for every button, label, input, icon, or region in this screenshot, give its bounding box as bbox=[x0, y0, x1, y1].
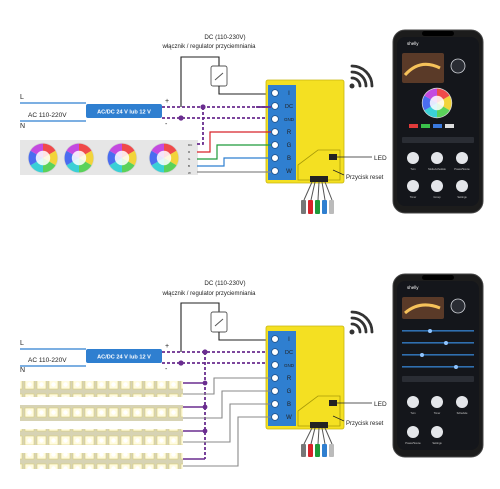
terminal-label: G bbox=[287, 389, 292, 395]
strip-side-label: G bbox=[188, 157, 191, 161]
wifi-icon bbox=[349, 310, 374, 335]
terminal-label: GND bbox=[284, 363, 295, 368]
psu-label: AC/DC 24 V lub 12 V bbox=[97, 355, 151, 361]
phone-button-label[interactable]: Timer bbox=[434, 411, 441, 415]
psu-box bbox=[86, 104, 162, 118]
terminal-label: W bbox=[286, 415, 292, 421]
led-indicator bbox=[329, 154, 337, 160]
terminal-label: DC bbox=[285, 350, 293, 356]
line-n-label: N bbox=[20, 367, 25, 374]
strip-side-label: W bbox=[188, 171, 191, 175]
line-n-label: N bbox=[20, 123, 25, 130]
switch-input-wire bbox=[218, 86, 271, 95]
terminal-label: DC bbox=[285, 104, 293, 110]
phone-button-label[interactable]: Settings bbox=[432, 441, 442, 445]
led-label: LED bbox=[374, 155, 387, 162]
strip-r-wire bbox=[197, 131, 271, 153]
ac-label: AC 110-220V bbox=[28, 357, 67, 364]
strip-side-label: R bbox=[188, 150, 191, 154]
strip-side-label: DC bbox=[188, 143, 193, 147]
psu-plus: + bbox=[165, 343, 169, 350]
junction-dot bbox=[178, 360, 184, 366]
phone-button-grid bbox=[407, 152, 468, 192]
phone-mockup: shelly Turn Tim bbox=[392, 273, 484, 458]
psu-minus: - bbox=[165, 121, 168, 128]
phone-mockup: shelly Turn Mode/schedule Power/Scene bbox=[392, 29, 484, 214]
terminal-label: B bbox=[287, 156, 291, 162]
phone-button-label[interactable]: Power/Scene bbox=[405, 441, 421, 445]
terminals bbox=[271, 89, 279, 175]
psu-box bbox=[86, 349, 162, 363]
strip-g-wire bbox=[197, 144, 271, 160]
power-icon bbox=[450, 298, 466, 314]
switch-wire bbox=[180, 56, 220, 107]
terminal-label: B bbox=[287, 402, 291, 408]
terminal-label: W bbox=[286, 169, 292, 175]
phone-button-label[interactable]: Settings bbox=[457, 195, 467, 199]
wire-bundle bbox=[301, 422, 334, 457]
led-label: LED bbox=[374, 401, 387, 408]
phone-brand: shelly bbox=[407, 41, 419, 46]
line-l-label: L bbox=[20, 340, 24, 347]
strip-side-label: B bbox=[188, 164, 190, 168]
phone-button-label[interactable]: Power/Scene bbox=[454, 167, 470, 171]
strip-wire bbox=[183, 403, 271, 443]
dc-label: DC (110-230V) bbox=[204, 34, 245, 41]
strip-wire bbox=[183, 390, 271, 419]
phone-button-label[interactable]: Mode/schedule bbox=[428, 167, 446, 171]
phone-button-label[interactable]: Group bbox=[433, 195, 441, 199]
ac-label: AC 110-220V bbox=[28, 112, 67, 119]
terminal-label: I bbox=[288, 337, 290, 343]
strip-dc-wire bbox=[197, 107, 204, 145]
terminal-label: GND bbox=[284, 117, 295, 122]
power-icon bbox=[450, 58, 466, 74]
phone-button-label[interactable]: Timer bbox=[410, 195, 417, 199]
brightness-sliders bbox=[402, 329, 474, 369]
phone-button-label[interactable]: Schedule bbox=[457, 411, 468, 415]
terminal-label: I bbox=[288, 91, 290, 97]
strip-wire bbox=[183, 377, 271, 395]
phone-button-grid bbox=[407, 396, 468, 438]
psu-plus: + bbox=[165, 98, 169, 105]
terminals bbox=[271, 335, 279, 421]
strip-wire bbox=[183, 416, 271, 467]
module-notch bbox=[297, 149, 341, 181]
diagram-rgbw: L N AC 110-220V AC/DC 24 V lub 12 V + - … bbox=[20, 29, 484, 214]
white-led-strips bbox=[20, 381, 183, 469]
diagram-white: L N AC 110-220V AC/DC 24 V lub 12 V + - … bbox=[20, 273, 484, 469]
reset-label: Przycisk reset bbox=[346, 421, 384, 427]
app-preview-image bbox=[402, 53, 444, 83]
app-preview-image bbox=[402, 297, 444, 319]
junction-dot bbox=[178, 115, 184, 121]
color-wheel-icon bbox=[421, 87, 453, 119]
terminal-label: G bbox=[287, 143, 292, 149]
wifi-icon bbox=[349, 64, 374, 89]
switch-label: włącznik / regulator przyciemniania bbox=[161, 44, 256, 50]
module-notch bbox=[297, 395, 341, 427]
reset-label: Przycisk reset bbox=[346, 175, 384, 181]
terminal-label: R bbox=[287, 130, 292, 136]
dc-label: DC (110-230V) bbox=[204, 280, 245, 287]
phone-button-label[interactable]: Turn bbox=[410, 167, 416, 171]
led-indicator bbox=[329, 400, 337, 406]
phone-button-label[interactable]: Turn bbox=[410, 411, 416, 415]
line-l-label: L bbox=[20, 94, 24, 101]
switch-label: włącznik / regulator przyciemniania bbox=[161, 291, 256, 297]
psu-minus: - bbox=[165, 366, 168, 373]
terminal-label: R bbox=[287, 376, 292, 382]
phone-brand: shelly bbox=[407, 285, 419, 290]
psu-label: AC/DC 24 V lub 12 V bbox=[97, 110, 151, 116]
wire-bundle bbox=[301, 176, 334, 214]
strip-b-wire bbox=[197, 157, 271, 167]
